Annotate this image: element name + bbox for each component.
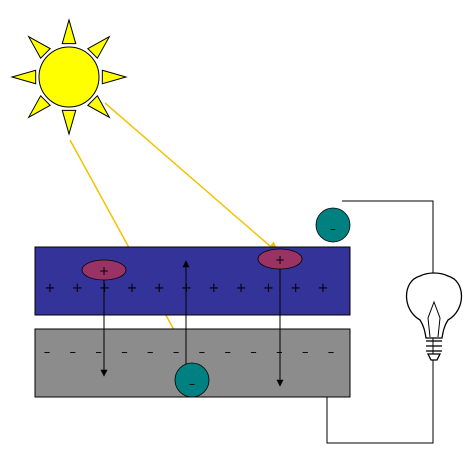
charge-sign: – xyxy=(302,345,309,360)
light-ray-right xyxy=(104,102,279,254)
charge-sign: – xyxy=(70,345,77,360)
charge-sign: – xyxy=(224,345,231,360)
hole-right-label: + xyxy=(275,253,285,267)
external-circuit-wire xyxy=(326,200,434,444)
sun-rays xyxy=(10,18,128,136)
charge-sign: + xyxy=(154,281,165,296)
charge-sign: + xyxy=(236,281,247,296)
charge-sign: + xyxy=(208,281,219,296)
electron-top-label: – xyxy=(330,222,336,236)
charge-sign: – xyxy=(199,345,206,360)
charge-sign: + xyxy=(45,281,56,296)
charge-sign: + xyxy=(318,281,329,296)
electron-bottom: – xyxy=(174,362,210,398)
charge-sign: – xyxy=(44,345,51,360)
hole-right: + xyxy=(257,248,303,270)
sun-body xyxy=(38,46,100,108)
sun-ray xyxy=(27,94,52,119)
sun-ray xyxy=(101,69,128,85)
electron-top: – xyxy=(315,207,351,243)
charge-sign: + xyxy=(72,281,83,296)
sun-ray xyxy=(27,35,52,60)
charge-sign: + xyxy=(99,281,110,296)
sun-ray xyxy=(61,18,77,45)
electron-bottom-label: – xyxy=(189,377,195,391)
charge-sign: – xyxy=(121,345,128,360)
charge-sign: + xyxy=(126,281,137,296)
hole-left: + xyxy=(81,259,127,281)
sun-ray xyxy=(86,35,111,60)
charge-sign: – xyxy=(95,345,102,360)
sun-ray xyxy=(61,109,77,136)
negative-charge-row: –––––––––––– xyxy=(44,345,335,360)
charge-sign: + xyxy=(263,281,274,296)
sun-ray xyxy=(10,69,37,85)
sun-ray xyxy=(86,94,111,119)
hole-left-label: + xyxy=(99,264,109,278)
charge-sign: – xyxy=(328,345,335,360)
charge-sign: – xyxy=(276,345,283,360)
charge-sign: – xyxy=(173,345,180,360)
charge-sign: – xyxy=(147,345,154,360)
sun-icon xyxy=(10,18,128,136)
charge-sign: + xyxy=(290,281,301,296)
light-bulb-icon xyxy=(406,272,462,361)
charge-sign: – xyxy=(250,345,257,360)
